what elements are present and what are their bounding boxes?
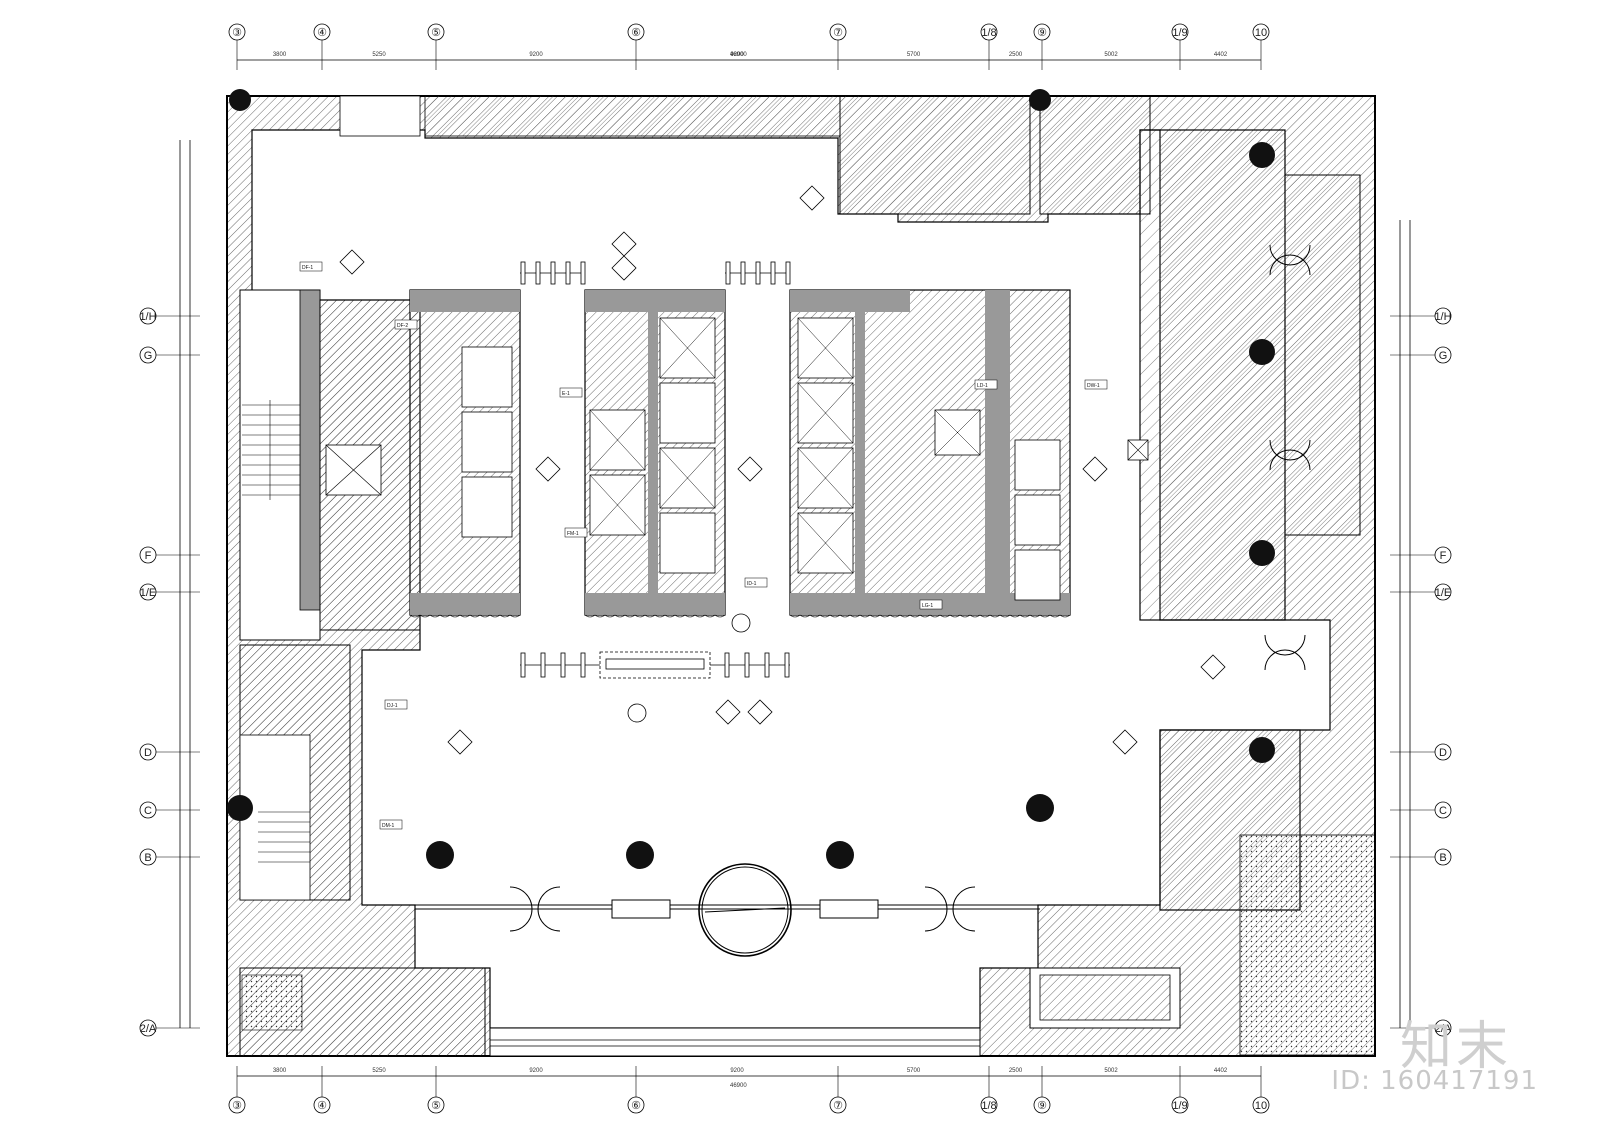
svg-text:LD-1: LD-1	[977, 383, 988, 389]
total-dimension-top: 46900	[730, 52, 747, 58]
door-tag: DM-1	[379, 819, 403, 830]
section-markers	[339, 185, 1226, 755]
grid-col-label-bottom: ③	[232, 1100, 242, 1112]
dimension-bottom: 5250	[372, 1068, 386, 1074]
grid-col-label-bottom: ⑤	[431, 1100, 441, 1112]
watermark-brand: 知末	[1399, 1017, 1512, 1077]
dimension-bottom: 2500	[1009, 1068, 1023, 1074]
grid-col-label-bottom: ⑨	[1037, 1100, 1047, 1112]
grid-row-label-left: 2/A	[140, 1023, 157, 1035]
dimension-bottom: 5002	[1104, 1068, 1118, 1074]
dimension-lines	[179, 59, 1411, 1077]
svg-text:FM-1: FM-1	[567, 531, 579, 537]
east-rooms	[1029, 129, 1376, 1056]
dimension-top: 5700	[907, 52, 921, 58]
watermark-id: ID: 160417191	[1331, 1066, 1538, 1096]
total-dimension-bottom: 46900	[730, 1083, 747, 1089]
svg-text:DM-1: DM-1	[382, 823, 394, 829]
door-tag: ID-1	[744, 577, 768, 588]
dimension-bottom: 4402	[1214, 1068, 1228, 1074]
door-tag: DW-1	[1084, 379, 1108, 390]
grid-col-label-top: ⑦	[833, 27, 843, 39]
grid-row-label-right: C	[1439, 805, 1447, 817]
dimension-bottom: 9200	[730, 1068, 744, 1074]
svg-text:E-1: E-1	[562, 391, 570, 397]
dimension-top: 5250	[372, 52, 386, 58]
grid-col-label-top: ④	[317, 27, 327, 39]
elevator-cores	[409, 289, 1071, 618]
dimension-bottom: 3800	[273, 1068, 287, 1074]
dimension-top: 3800	[273, 52, 287, 58]
grid-row-label-left: F	[145, 550, 152, 562]
grid-row-label-right: F	[1440, 550, 1447, 562]
grid-row-label-left: C	[144, 805, 152, 817]
dimension-top: 5002	[1104, 52, 1118, 58]
grid-row-label-right: G	[1439, 350, 1448, 362]
grid-row-label-left: D	[144, 747, 152, 759]
grid-col-label-bottom: 1/8	[981, 1100, 996, 1112]
door-tag: LG-1	[919, 599, 943, 610]
grid-row-label-right: 1/H	[1434, 311, 1451, 323]
grid-row-label-right: B	[1439, 852, 1446, 864]
grid-row-label-left: G	[144, 350, 153, 362]
dimension-top: 9200	[529, 52, 543, 58]
row-grid-markers: 1/H G F 1/E D C B 2/A 1/H G F 1/E D C B 2/A	[139, 307, 1452, 1037]
dimension-top: 9200	[730, 52, 744, 58]
grid-col-label-bottom: 1/9	[1172, 1100, 1187, 1112]
dimension-top: 4402	[1214, 52, 1228, 58]
structural-columns	[227, 89, 1275, 869]
column-grid-markers: ③ ③ ④ ④ ⑤ ⑤ ⑥ ⑥ ⑦ ⑦ 1/8 1/8 ⑨ ⑨ 1/9 1/9 10 10	[228, 23, 1270, 1114]
grid-col-label-top: 1/8	[981, 27, 996, 39]
grid-col-label-bottom: ⑦	[833, 1100, 843, 1112]
main-entrance	[415, 244, 1311, 957]
north-rooms	[339, 95, 1151, 215]
svg-text:DF-2: DF-2	[397, 323, 408, 329]
grid-col-label-top: 1/9	[1172, 27, 1187, 39]
dimension-bottom: 5700	[907, 1068, 921, 1074]
grid-col-label-bottom: ⑥	[631, 1100, 641, 1112]
grid-col-label-bottom: ④	[317, 1100, 327, 1112]
svg-text:DJ-1: DJ-1	[387, 703, 398, 709]
west-service-rooms	[239, 289, 486, 1057]
dimension-bottom: 9200	[529, 1068, 543, 1074]
grid-col-label-top: ③	[232, 27, 242, 39]
grid-row-label-right: 1/E	[1435, 587, 1452, 599]
grid-col-label-bottom: 10	[1255, 1100, 1267, 1112]
grid-row-label-left: B	[144, 852, 151, 864]
grid-col-label-top: ⑥	[631, 27, 641, 39]
door-tag: LD-1	[974, 379, 998, 390]
grid-col-label-top: ⑨	[1037, 27, 1047, 39]
grid-row-label-right: D	[1439, 747, 1447, 759]
door-tag: E-1	[559, 387, 583, 398]
door-tag: DF-2	[394, 319, 418, 330]
stair-west	[242, 400, 310, 863]
door-tag: DF-1	[299, 261, 323, 272]
svg-text:DW-1: DW-1	[1087, 383, 1100, 389]
dimension-texts: 3800 5250 9200 9200 5700 2500 5002 4402 3800 5250…	[273, 52, 1228, 1074]
door-tag: DJ-1	[384, 699, 408, 710]
dimension-top: 2500	[1009, 52, 1023, 58]
railings	[520, 261, 791, 679]
svg-text:ID-1: ID-1	[747, 581, 757, 587]
grid-col-label-top: ⑤	[431, 27, 441, 39]
grid-row-label-left: 1/H	[139, 311, 156, 323]
grid-col-label-top: 10	[1255, 27, 1267, 39]
svg-text:DF-1: DF-1	[302, 265, 313, 271]
svg-text:LG-1: LG-1	[922, 603, 933, 609]
grid-row-label-left: 1/E	[140, 587, 157, 599]
door-tag: FM-1	[564, 527, 588, 538]
grid-row-label-right: 2/A	[1435, 1023, 1452, 1035]
